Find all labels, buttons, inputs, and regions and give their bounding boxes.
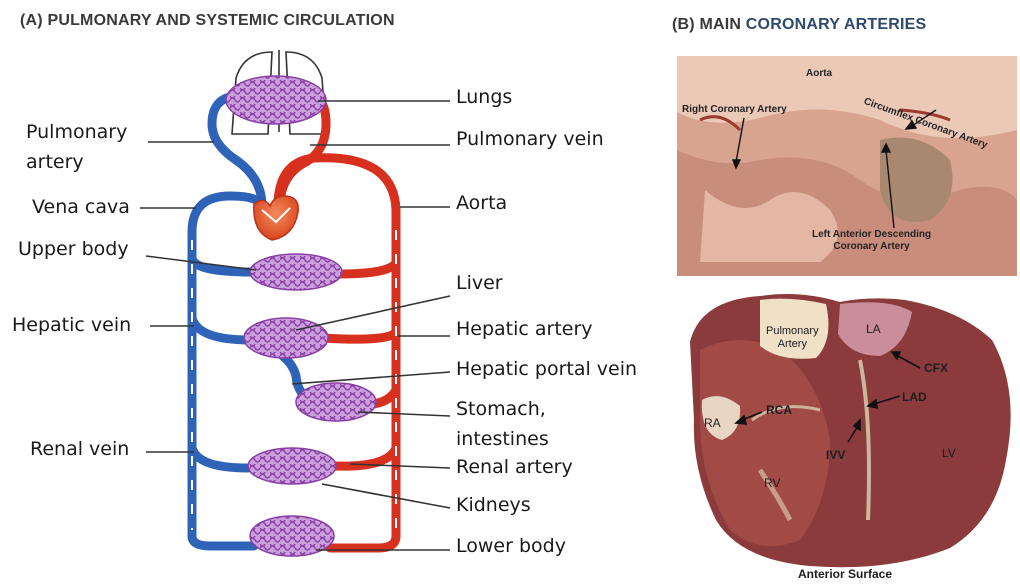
heart-label-pulmonary-line2: Artery bbox=[766, 338, 819, 351]
heart-label-pulmonary-line1: Pulmonary bbox=[766, 325, 819, 338]
heart-label-lad: LAD bbox=[902, 390, 927, 404]
heart-label-cfx: CFX bbox=[924, 361, 948, 375]
heart-label-rv: RV bbox=[764, 476, 780, 490]
label-lungs: Lungs bbox=[456, 86, 512, 110]
label-stomach-line1: Stomach, bbox=[456, 398, 549, 422]
label-liver: Liver bbox=[456, 272, 503, 296]
label-stomach-intestines: Stomach, intestines bbox=[456, 398, 549, 452]
label-kidneys: Kidneys bbox=[456, 494, 531, 518]
capillary-stomach bbox=[296, 383, 376, 421]
capillary-kidneys bbox=[248, 448, 336, 484]
label-pulmonary-artery-line2: artery bbox=[26, 151, 127, 175]
heart-label-ivv: IVV bbox=[826, 448, 845, 462]
heart-label-lv: LV bbox=[942, 446, 956, 460]
photo-label-lad-line1: Left Anterior Descending bbox=[812, 229, 931, 241]
photo-label-aorta: Aorta bbox=[806, 68, 832, 79]
heart-label-la: LA bbox=[866, 322, 881, 336]
label-renal-artery: Renal artery bbox=[456, 456, 573, 480]
label-hepatic-artery: Hepatic artery bbox=[456, 318, 593, 342]
label-aorta: Aorta bbox=[456, 192, 507, 216]
capillary-upper-body bbox=[250, 254, 342, 290]
heart-caption: Anterior Surface bbox=[798, 567, 892, 581]
label-upper-body: Upper body bbox=[18, 238, 129, 262]
heart-label-ra: RA bbox=[704, 416, 721, 430]
label-stomach-line2: intestines bbox=[456, 428, 549, 452]
capillary-lungs bbox=[226, 76, 326, 124]
label-pulmonary-vein: Pulmonary vein bbox=[456, 128, 604, 152]
photo-label-lad: Left Anterior Descending Coronary Artery bbox=[812, 229, 931, 253]
label-hepatic-vein: Hepatic vein bbox=[12, 314, 131, 338]
label-pulmonary-artery-line1: Pulmonary bbox=[26, 121, 127, 145]
label-hepatic-portal-vein: Hepatic portal vein bbox=[456, 358, 637, 382]
coronary-heart-photo bbox=[690, 294, 1011, 567]
heart-label-pulmonary-artery: Pulmonary Artery bbox=[766, 325, 819, 350]
label-pulmonary-artery: Pulmonary artery bbox=[26, 121, 127, 175]
heart-icon bbox=[254, 196, 298, 240]
label-lower-body: Lower body bbox=[456, 535, 566, 559]
label-renal-vein: Renal vein bbox=[30, 438, 129, 462]
capillary-liver bbox=[244, 318, 328, 358]
photo-label-lad-line2: Coronary Artery bbox=[812, 241, 931, 253]
capillary-beds bbox=[226, 76, 376, 556]
label-vena-cava: Vena cava bbox=[32, 196, 130, 220]
photo-label-right-coronary: Right Coronary Artery bbox=[682, 104, 787, 115]
heart-label-rca: RCA bbox=[766, 403, 792, 417]
